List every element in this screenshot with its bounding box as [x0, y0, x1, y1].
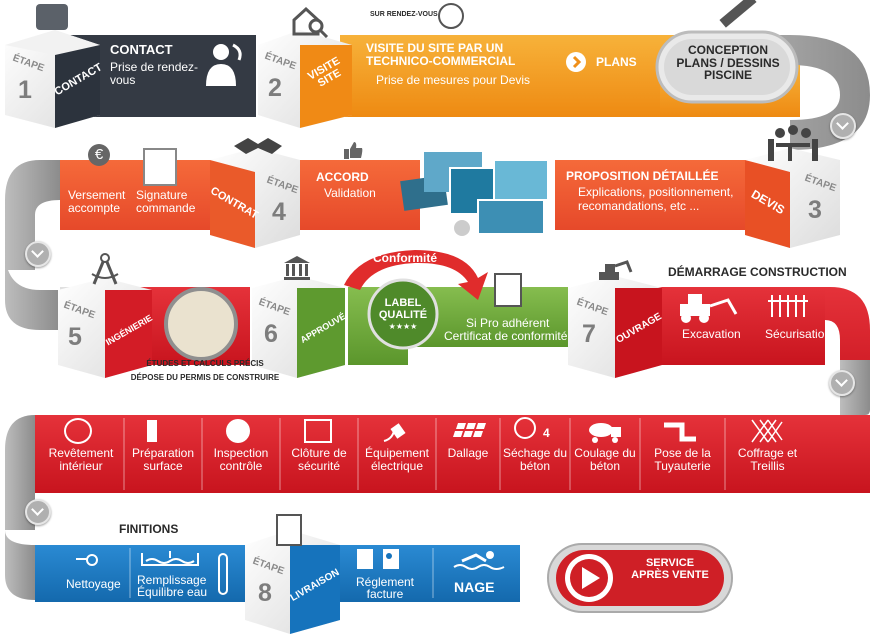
- visite-title: VISITE DU SITE PAR UN TECHNICO-COMMERCIA…: [366, 41, 516, 68]
- step-number-5: 5: [68, 323, 82, 351]
- thermometer-icon: [218, 553, 228, 595]
- fence-icon: [304, 419, 332, 443]
- sipro-label: Si Pro adhérent: [466, 316, 550, 330]
- arrow-right-circle-icon: [566, 52, 586, 72]
- scroll-down-button-1[interactable]: [830, 113, 856, 139]
- checklist-icon: [494, 273, 522, 307]
- scroll-down-button-3[interactable]: [829, 370, 855, 396]
- clock-icon: [514, 417, 536, 439]
- invoice-icon: [351, 547, 411, 571]
- conception-label: CONCEPTION PLANS / DESSINS PISCINE: [676, 43, 780, 83]
- conformite-label: Conformité: [373, 251, 437, 265]
- visite-subtitle: Prise de mesures pour Devis: [376, 73, 531, 87]
- scroll-down-button-2[interactable]: [25, 241, 51, 267]
- brush-icon: [74, 551, 98, 569]
- spray-icon: [147, 420, 173, 442]
- mixer-truck-icon: [587, 421, 623, 443]
- euro-icon: €: [88, 144, 110, 166]
- appointment-note: SUR RENDEZ-VOUS: [370, 11, 438, 18]
- excavator-small-icon: [597, 258, 633, 284]
- row4-label-10: Coffrage et Treillis: [737, 446, 798, 473]
- proposition-subtitle: Explications, positionnement, recomandat…: [578, 185, 734, 213]
- scroll-down-button-4[interactable]: [25, 499, 51, 525]
- proposition-title: PROPOSITION DÉTAILLÉE: [566, 169, 719, 183]
- step-number-8: 8: [258, 579, 272, 607]
- demarrage-label: DÉMARRAGE CONSTRUCTION: [668, 265, 847, 279]
- row4-label-5: Équipement électrique: [364, 446, 430, 473]
- nettoyage-label: Nettoyage: [66, 577, 121, 591]
- swimmer-icon: [452, 549, 506, 571]
- meeting-icon: [766, 125, 820, 165]
- contact-subtitle: Prise de rendez-vous: [110, 60, 199, 87]
- signature-document-icon: [143, 148, 177, 186]
- tiles-icon: [452, 421, 486, 441]
- label-qualite: LABEL QUALITÉ: [378, 297, 428, 321]
- depose-label: DÉPOSE DU PERMIS DE CONSTRUIRE: [130, 373, 280, 382]
- inspector-icon: [226, 419, 250, 443]
- step-number-3: 3: [808, 196, 822, 224]
- excavation-label: Excavation: [682, 327, 741, 341]
- securisation-label: Sécurisation: [765, 327, 832, 341]
- pipe-icon: [662, 419, 698, 443]
- nage-label: NAGE: [454, 579, 495, 595]
- plug-icon: [382, 419, 410, 443]
- contact-title: CONTACT: [110, 42, 173, 57]
- thumbs-up-icon: [342, 140, 364, 160]
- versement-label: Versement accompte: [68, 188, 126, 215]
- excavation-icon: [672, 290, 742, 324]
- label-stars: ★★★★: [388, 322, 418, 331]
- row4-label-1: Revêtement intérieur: [48, 446, 114, 473]
- step-number-6: 6: [264, 320, 278, 348]
- row4-label-3: Inspection contrôle: [213, 446, 269, 473]
- row4-label-6: Dallage: [447, 446, 489, 460]
- brochures-image: [398, 148, 558, 240]
- reglement-label: Réglement facture: [355, 575, 415, 601]
- step-number-7: 7: [582, 320, 596, 348]
- accord-title: ACCORD: [316, 170, 369, 184]
- barrier-icon: [768, 293, 808, 319]
- plans-label: PLANS: [596, 55, 637, 69]
- mesh-icon: [750, 418, 784, 444]
- house-search-icon: [290, 4, 330, 39]
- operator-icon: [203, 40, 245, 88]
- bank-icon: [282, 254, 312, 282]
- phone-icon: [36, 4, 68, 30]
- finitions-label: FINITIONS: [119, 522, 179, 536]
- row4-label-9: Pose de la Tuyauterie: [654, 446, 711, 473]
- tile-ball-icon: [64, 418, 92, 444]
- blueprint-magnifier-image: [164, 287, 238, 361]
- accord-subtitle: Validation: [324, 186, 376, 200]
- handshake-icon: [232, 134, 284, 158]
- clock-badge: 4: [543, 426, 550, 440]
- compass-icon: [90, 252, 120, 286]
- document-gear-icon: [276, 514, 302, 546]
- water-fill-icon: [140, 549, 200, 571]
- row4-label-8: Coulage du béton: [574, 446, 636, 473]
- signature-label: Signature commande: [136, 188, 196, 215]
- certificat-label: Certificat de conformité: [444, 329, 568, 343]
- step-number-4: 4: [272, 198, 286, 226]
- remplissage-label: Remplissage Équilibre eau: [137, 573, 208, 599]
- etudes-label: ÉTUDES ET CALCULS PRÉCIS: [146, 359, 264, 368]
- service-button[interactable]: SERVICE APRÈS VENTE: [631, 557, 709, 581]
- row4-label-2: Préparation surface: [131, 446, 195, 473]
- step-number-1: 1: [18, 76, 32, 104]
- step-number-2: 2: [268, 74, 282, 102]
- row4-label-4: Clôture de sécurité: [291, 446, 347, 473]
- row4-label-7: Séchage du béton: [502, 446, 568, 473]
- clock-hand-icon: [438, 3, 464, 29]
